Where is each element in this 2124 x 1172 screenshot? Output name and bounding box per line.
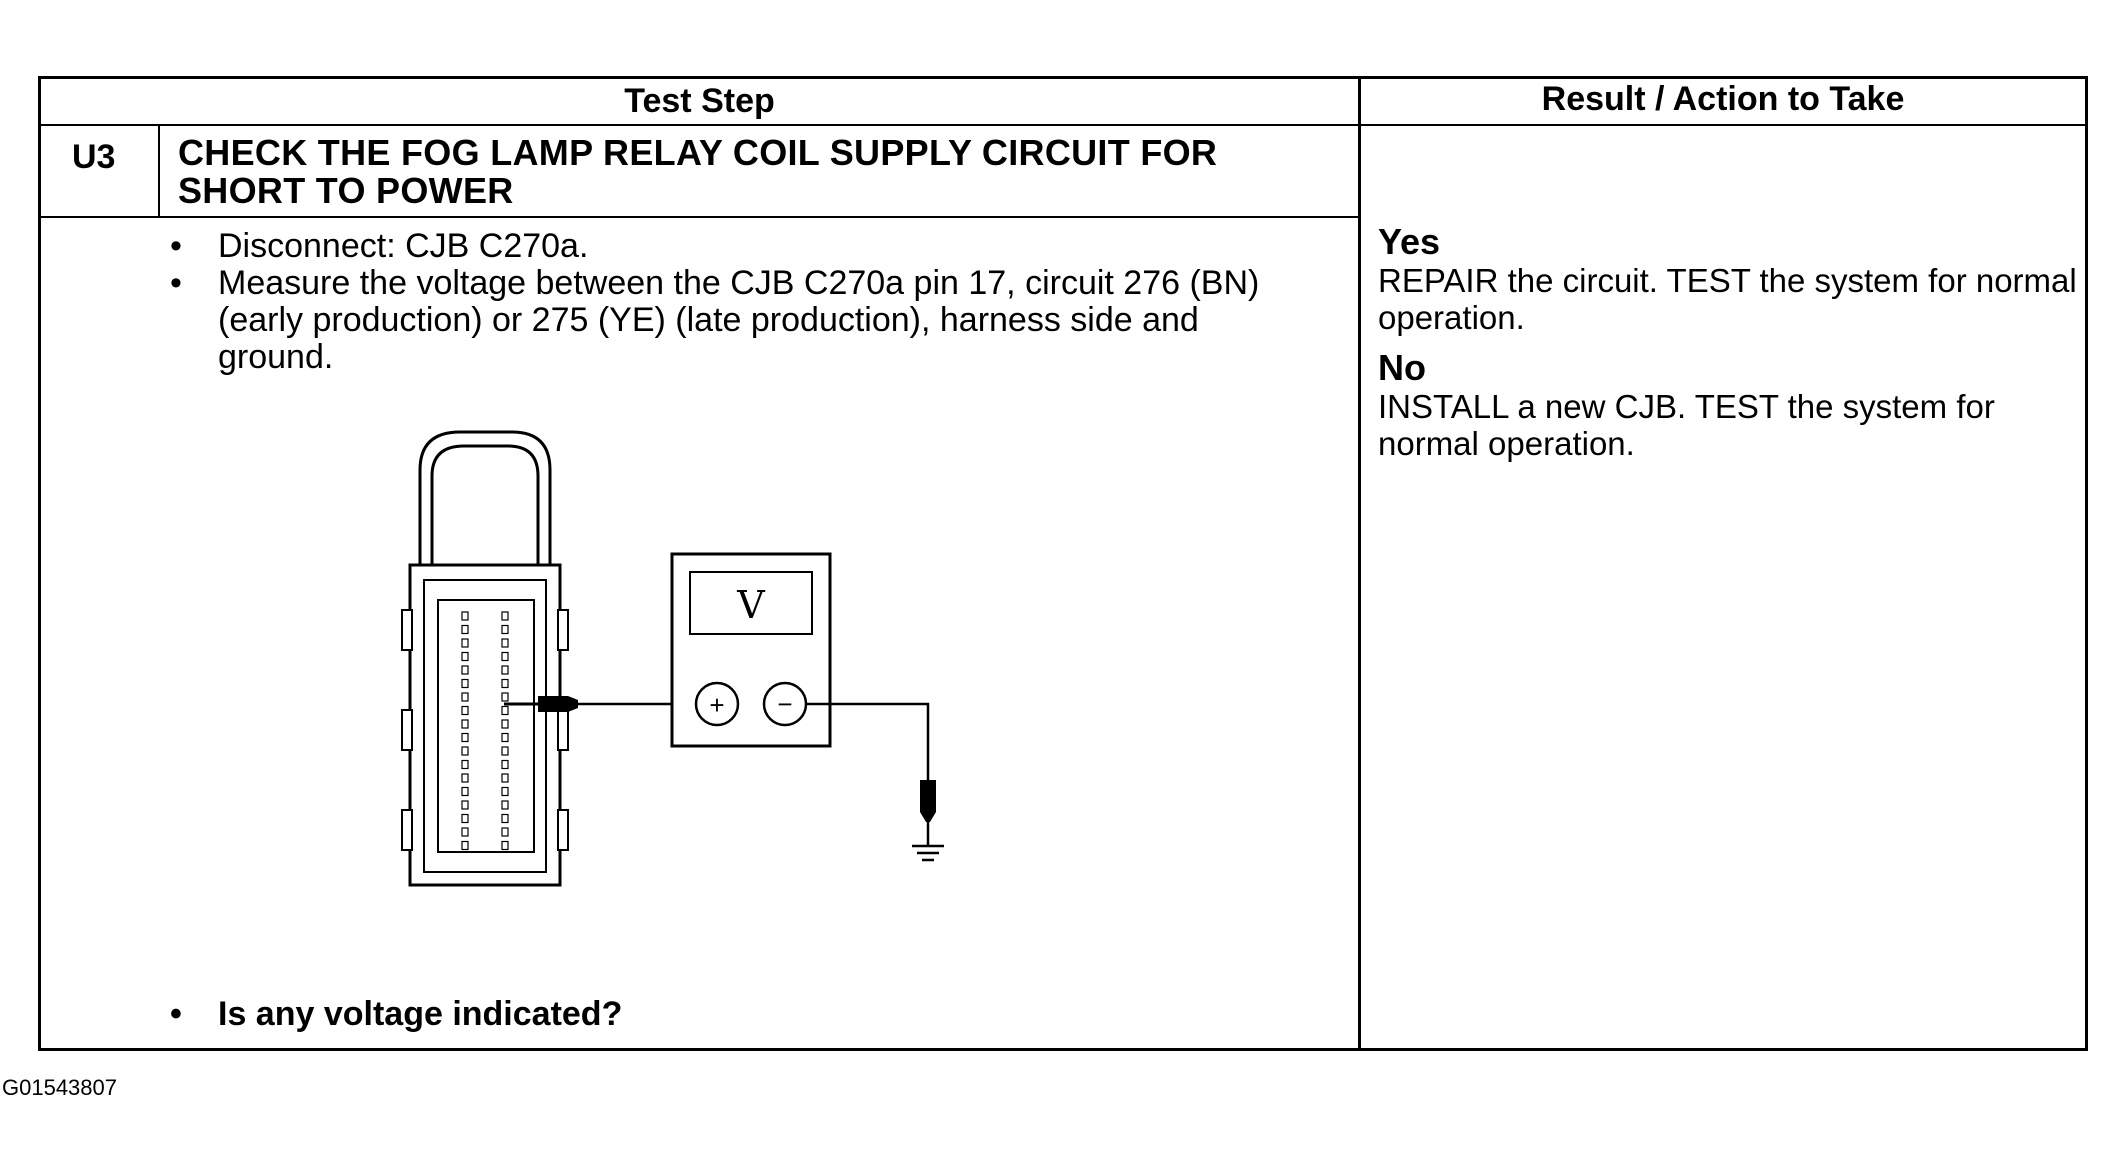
connector-handle [418,430,552,565]
measurement-diagram: V + − [401,430,944,887]
probe-icon [504,696,578,712]
column-divider [1358,76,1361,1051]
instruction-list: • Disconnect: CJB C270a. • Measure the v… [170,228,1320,376]
step-id-divider [158,124,160,218]
pin-cavity [461,638,469,648]
pin-cavity [461,732,469,743]
test-step-table [38,76,2088,1051]
pin-cavity [501,719,509,729]
figure-id: G01543807 [2,1075,117,1100]
result-yes: Yes REPAIR the circuit. TEST the system … [1378,221,2078,337]
result-label: Yes [1378,221,1441,262]
result-action: REPAIR the circuit. TEST the system for … [1378,262,2077,336]
meter-symbol: V [736,583,765,627]
instruction-text: Disconnect: CJB C270a. [218,227,589,265]
pin-cavity [461,786,469,797]
pin-cavity [501,611,509,621]
pin-cavity [501,705,509,716]
pin-cavity [501,827,509,837]
pin-cavity [501,813,509,824]
pin-cavity [461,746,469,756]
pin-cavity [461,692,469,702]
pin-cavity [501,732,509,743]
result-label: No [1378,347,1426,388]
pin-cavity [461,651,469,662]
bullet-icon: • [170,227,182,265]
pin-cavity [461,773,469,783]
result-list: Yes REPAIR the circuit. TEST the system … [1378,222,2078,474]
header-divider [38,124,2088,126]
pin-cavity [461,665,469,675]
voltmeter-icon: V + − [670,552,832,748]
pin-cavity [461,759,469,770]
pin-cavity [501,786,509,797]
result-action: INSTALL a new CJB. TEST the system for n… [1378,388,1995,462]
pin-cavity [461,678,469,689]
pin-cavity [461,624,469,635]
pin-cavity [461,800,469,810]
pin-cavity [501,678,509,689]
svg-text:+: + [709,690,724,720]
pin-cavity [461,827,469,837]
pin-cavity [501,665,509,675]
pin-cavity [501,759,509,770]
pin-cavity [501,624,509,635]
negative-lead [806,702,930,780]
svg-text:−: − [777,689,792,719]
header-result-action: Result / Action to Take [1541,80,1905,118]
bullet-icon: • [170,264,182,302]
instruction-item: • Disconnect: CJB C270a. [170,228,1320,265]
ground-icon [912,780,944,862]
pin-cavity [461,705,469,716]
instruction-item: • Measure the voltage between the CJB C2… [170,265,1320,376]
instruction-text: Measure the voltage between the CJB C270… [218,264,1260,376]
pin-cavity [461,813,469,824]
step-title: CHECK THE FOG LAMP RELAY COIL SUPPLY CIR… [178,132,1218,211]
header-test-step: Test Step [624,82,775,120]
step-title-divider [38,216,1360,218]
pin-cavity [461,611,469,621]
pin-cavity [501,840,509,851]
result-no: No INSTALL a new CJB. TEST the system fo… [1378,347,2078,463]
connector-icon [401,563,569,887]
pin-cavity [501,692,509,702]
pin-cavity [501,651,509,662]
step-id: U3 [72,138,116,176]
pin-cavity [501,638,509,648]
pin-cavity [501,800,509,810]
plus-terminal [694,681,740,727]
question-row: • Is any voltage indicated? [170,995,622,1034]
pin-cavity [501,746,509,756]
bullet-icon: • [170,995,182,1033]
question-text: Is any voltage indicated? [218,995,623,1033]
pin-cavity [501,773,509,783]
pin-cavity [461,719,469,729]
pin-cavity [461,840,469,851]
